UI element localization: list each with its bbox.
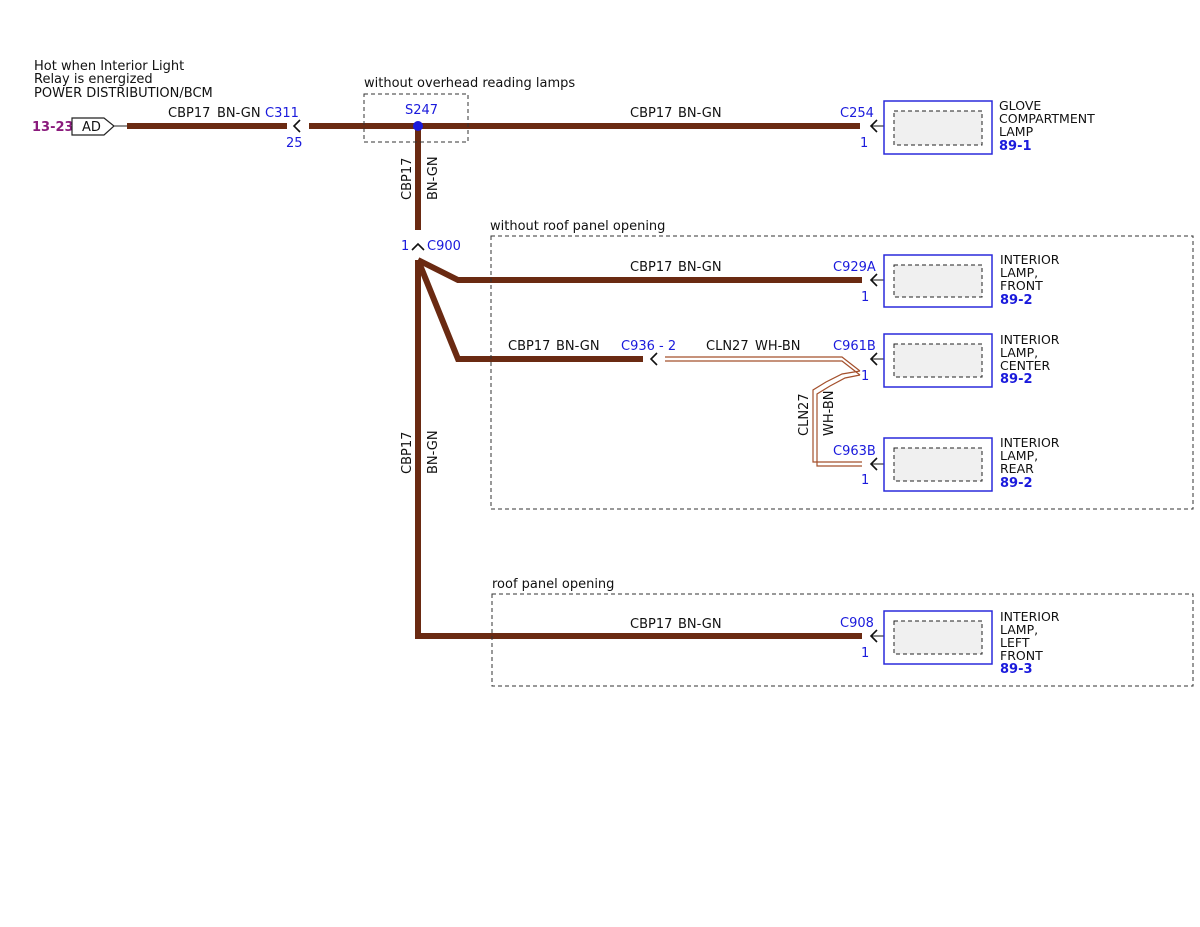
center-lamp-name-2: LAMP,: [1000, 345, 1038, 360]
wire-label-c908-circuit: CBP17: [630, 617, 672, 632]
c929a-pin: 1: [861, 290, 869, 305]
front-lamp-ref[interactable]: 89-2: [1000, 293, 1033, 308]
wire-cln27-down-a: [812, 370, 862, 463]
rear-lamp-inner: [893, 447, 983, 482]
wire-cln27-top-b: [665, 360, 861, 376]
wire-c900-c936: [415, 258, 643, 362]
rear-lamp-ref[interactable]: 89-2: [1000, 476, 1033, 491]
c900-label[interactable]: C900: [427, 239, 461, 254]
source-line-3: POWER DISTRIBUTION/BCM: [34, 86, 213, 101]
c311-arrow-icon: [292, 119, 301, 133]
glove-lamp-name-3: LAMP: [999, 124, 1034, 139]
overhead-group-label: without overhead reading lamps: [364, 76, 575, 91]
wire-label-c908-color: BN-GN: [678, 617, 722, 632]
source-pin-tag: [71, 117, 115, 136]
center-lamp-inner: [893, 343, 983, 378]
left-front-lamp-name-4: FRONT: [1000, 648, 1043, 663]
no-roof-group-label: without roof panel opening: [490, 219, 665, 234]
wire-label-c929a-color: BN-GN: [678, 260, 722, 275]
wire-cln27-top-a: [665, 356, 861, 372]
wire-label-c254-circuit: CBP17: [630, 106, 672, 121]
source-line-1: Hot when Interior Light: [34, 59, 184, 74]
glove-lamp-ref[interactable]: 89-1: [999, 139, 1032, 154]
wire-label-vertical-main-color: BN-GN: [426, 430, 441, 474]
c936-label[interactable]: C936 - 2: [621, 339, 676, 354]
wire-label-cln27-vertical-circuit: CLN27: [797, 393, 812, 436]
rear-lamp-name-1: INTERIOR: [1000, 435, 1060, 450]
wire-cln27-down-b: [816, 374, 862, 467]
c961b-pin: 1: [861, 369, 869, 384]
wire-label-c936-color: BN-GN: [556, 339, 600, 354]
wire-c900-c908: [415, 260, 862, 639]
c311-pin: 25: [286, 136, 303, 151]
c900-pin: 1: [401, 239, 409, 254]
source-page-ref[interactable]: 13-23: [32, 120, 74, 135]
wire-label-source-color: BN-GN: [217, 106, 261, 121]
wire-label-vertical-main-circuit: CBP17: [400, 432, 415, 474]
roof-group-box: [491, 593, 1194, 687]
center-lamp-ref[interactable]: 89-2: [1000, 372, 1033, 387]
source-line-2: Relay is energized: [34, 72, 153, 87]
glove-lamp-name-2: COMPARTMENT: [999, 111, 1095, 126]
c908-pin: 1: [861, 646, 869, 661]
front-lamp-name-3: FRONT: [1000, 278, 1043, 293]
left-front-lamp-name-3: LEFT: [1000, 635, 1030, 650]
wire-label-c254-color: BN-GN: [678, 106, 722, 121]
front-lamp-name-2: LAMP,: [1000, 265, 1038, 280]
glove-lamp-name-1: GLOVE: [999, 98, 1041, 113]
center-lamp-name-1: INTERIOR: [1000, 332, 1060, 347]
front-lamp-inner: [893, 264, 983, 298]
wire-label-source-circuit: CBP17: [168, 106, 210, 121]
c961b-arrow-icon: [869, 352, 878, 366]
source-pin: AD: [82, 120, 101, 135]
wire-label-vertical-top-color: BN-GN: [426, 156, 441, 200]
wire-label-vertical-top-circuit: CBP17: [400, 158, 415, 200]
c963b-label[interactable]: C963B: [833, 444, 876, 459]
c908-arrow-icon: [869, 629, 878, 643]
c929a-arrow-icon: [869, 273, 878, 287]
wire-label-cln27-color: WH-BN: [755, 339, 801, 354]
wire-label-cln27-vertical-color: WH-BN: [822, 391, 837, 437]
c936-arrow-icon: [649, 352, 658, 366]
front-lamp-name-1: INTERIOR: [1000, 252, 1060, 267]
s247-splice-dot: [413, 121, 423, 131]
rear-lamp-name-3: REAR: [1000, 461, 1034, 476]
c963b-pin: 1: [861, 473, 869, 488]
c254-pin: 1: [860, 136, 868, 151]
c929a-label[interactable]: C929A: [833, 260, 876, 275]
wire-label-cln27-circuit: CLN27: [706, 339, 749, 354]
c311-label[interactable]: C311: [265, 106, 299, 121]
left-front-lamp-inner: [893, 620, 983, 655]
c963b-arrow-icon: [869, 457, 878, 471]
wire-c900-c929a: [416, 257, 862, 283]
left-front-lamp-ref[interactable]: 89-3: [1000, 662, 1033, 677]
c961b-label[interactable]: C961B: [833, 339, 876, 354]
wire-label-c936-circuit: CBP17: [508, 339, 550, 354]
wire-label-c929a-circuit: CBP17: [630, 260, 672, 275]
rear-lamp-name-2: LAMP,: [1000, 448, 1038, 463]
c900-arrow-icon: [411, 242, 425, 251]
c254-arrow-icon: [869, 119, 878, 133]
overhead-group-box: [363, 93, 469, 143]
glove-lamp-inner: [893, 110, 983, 146]
left-front-lamp-name-2: LAMP,: [1000, 622, 1038, 637]
roof-group-label: roof panel opening: [492, 577, 614, 592]
c254-label[interactable]: C254: [840, 106, 874, 121]
left-front-lamp-name-1: INTERIOR: [1000, 609, 1060, 624]
center-lamp-name-3: CENTER: [1000, 358, 1051, 373]
s247-label[interactable]: S247: [405, 103, 438, 118]
c908-label[interactable]: C908: [840, 616, 874, 631]
no-roof-group-box: [490, 235, 1194, 510]
